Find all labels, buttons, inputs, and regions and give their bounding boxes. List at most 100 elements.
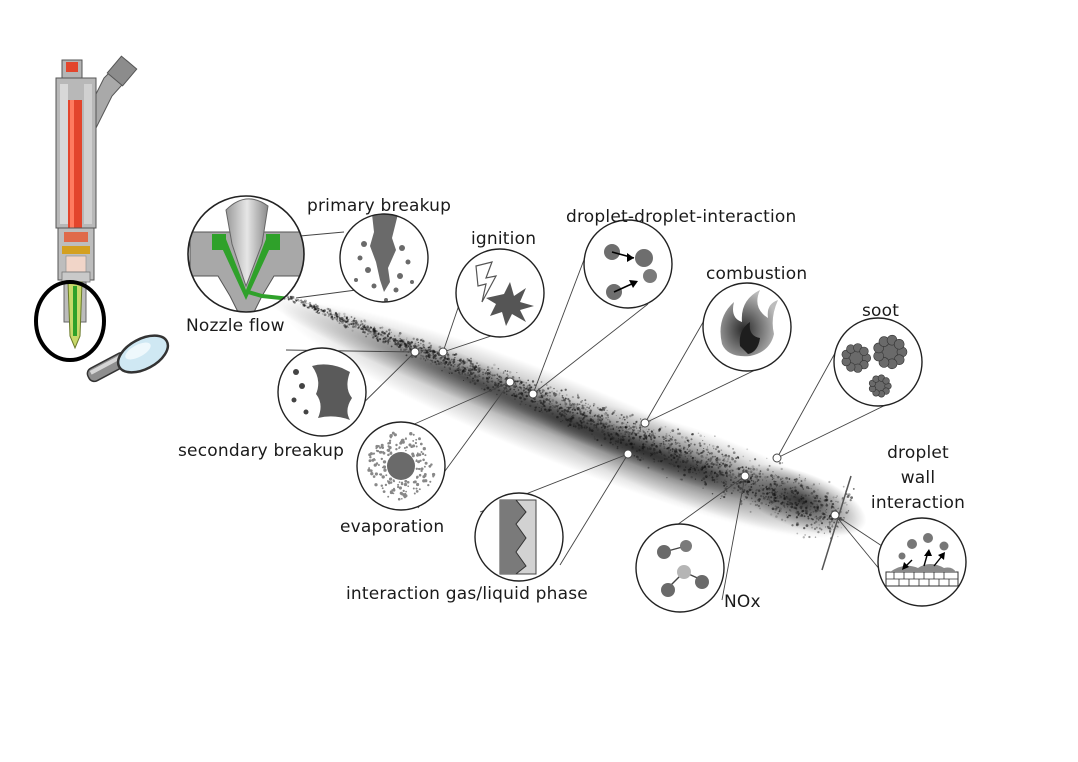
spray-speck [318, 309, 320, 312]
spray-speck [773, 499, 775, 502]
spray-speck [423, 349, 427, 352]
spray-speck [584, 408, 587, 411]
spray-speck [330, 315, 334, 319]
spray-speck [702, 450, 705, 453]
spray-speck [643, 437, 646, 440]
spray-speck [638, 435, 641, 438]
spray-speck [790, 495, 792, 497]
spray-speck [707, 451, 710, 454]
spray-speck [688, 468, 692, 471]
spray-speck [828, 514, 832, 518]
spray-speck [503, 371, 505, 373]
vapour-dot [389, 434, 393, 438]
spray-speck [606, 426, 609, 429]
spray-speck [607, 434, 610, 437]
spray-speck [602, 422, 605, 426]
spray-speck [793, 478, 796, 481]
spray-speck [525, 381, 528, 384]
spray-speck [616, 440, 620, 443]
spray-speck [601, 406, 604, 409]
spray-speck [606, 425, 609, 428]
spray-speck [649, 434, 653, 438]
spray-speck [565, 418, 568, 421]
spray-speck [573, 409, 576, 411]
spray-speck [506, 370, 509, 373]
spray-speck [654, 432, 657, 435]
spray-speck [289, 295, 292, 298]
spray-speck [444, 361, 448, 364]
spray-speck [601, 408, 604, 411]
spray-speck [621, 429, 624, 432]
spray-speck [774, 505, 777, 508]
spray-speck [690, 476, 693, 479]
spray-speck [768, 502, 771, 504]
spray-speck [737, 467, 741, 470]
spray-speck [548, 408, 551, 412]
spray-speck [350, 322, 352, 325]
vapour-dot [388, 477, 393, 481]
spray-speck [660, 442, 663, 445]
spray-speck [739, 491, 741, 494]
spray-speck [678, 432, 681, 435]
spray-speck [465, 361, 468, 364]
spray-speck [653, 460, 656, 463]
spray-speck [505, 388, 508, 391]
spray-speck [795, 516, 799, 519]
spray-speck [469, 360, 471, 362]
spray-speck [807, 517, 810, 520]
spray-speck [615, 440, 617, 443]
spray-speck [620, 440, 622, 442]
spray-speck [748, 485, 750, 488]
spray-speck [754, 494, 757, 497]
spray-speck [530, 386, 533, 389]
spray-speck [794, 503, 797, 506]
spray-speck [601, 428, 604, 431]
spray-speck [775, 500, 778, 503]
spray-speck [689, 466, 692, 469]
spray-speck [606, 418, 609, 421]
spray-speck [397, 334, 401, 337]
spray-speck [773, 480, 776, 483]
spray-speck [617, 421, 619, 423]
spray-speck [742, 455, 745, 458]
spray-speck [326, 312, 329, 314]
vapour-dot [368, 459, 372, 463]
spray-speck [468, 369, 470, 371]
spray-speck [497, 375, 500, 378]
vapour-dot [412, 487, 415, 490]
spray-speck [837, 508, 839, 510]
spray-speck [804, 477, 806, 480]
spray-speck [429, 344, 433, 347]
spray-speck [518, 377, 521, 379]
spray-speck [614, 432, 618, 436]
spray-speck [604, 412, 606, 414]
spray-speck [690, 452, 692, 454]
spray-speck [350, 323, 353, 326]
spray-speck [820, 528, 823, 531]
spray-speck [774, 474, 776, 476]
spray-speck [789, 503, 791, 506]
spray-speck [684, 451, 687, 453]
spray-speck [706, 465, 710, 468]
spray-speck [814, 516, 816, 518]
spray-speck [707, 458, 710, 461]
spray-speck [669, 443, 672, 447]
spray-speck [791, 524, 794, 527]
spray-speck [781, 493, 783, 495]
spray-speck [637, 456, 639, 458]
spray-speck [754, 500, 757, 503]
spray-speck [683, 446, 685, 449]
spray-speck [424, 351, 428, 354]
spray-speck [327, 315, 330, 318]
spray-speck [697, 469, 700, 471]
spray-speck [556, 405, 559, 408]
spray-speck [568, 399, 571, 403]
spray-speck [568, 408, 570, 410]
spray-speck [362, 324, 366, 328]
spray-speck [340, 318, 342, 320]
vapour-dot [400, 497, 403, 500]
spray-speck [772, 471, 774, 473]
spray-speck [665, 439, 668, 442]
spray-speck [379, 326, 382, 329]
spray-speck [578, 408, 581, 412]
